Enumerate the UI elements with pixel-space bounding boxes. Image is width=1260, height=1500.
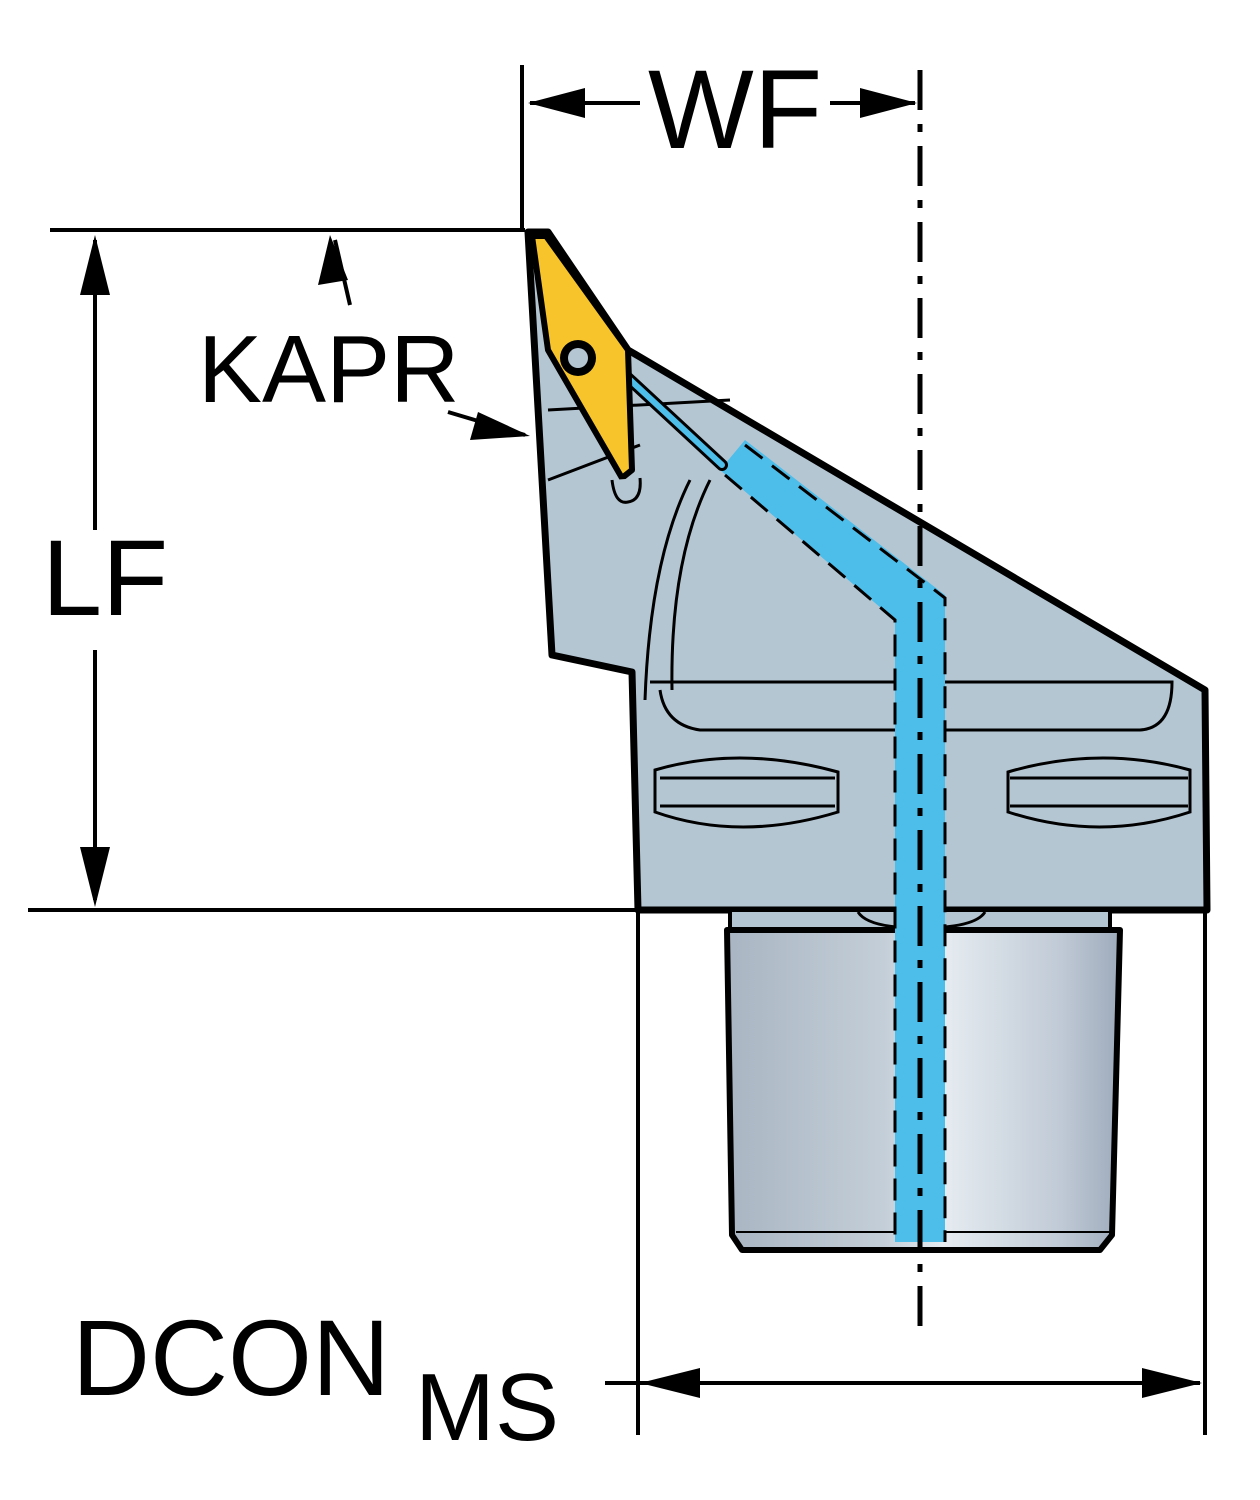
cutting-insert (529, 233, 642, 504)
kapr-label: KAPR (198, 316, 459, 423)
lf-label: LF (42, 517, 168, 638)
clamp-slot-left (653, 756, 840, 829)
dcon-subscript-label: MS (415, 1354, 559, 1461)
dcon-label: DCON (72, 1297, 390, 1418)
wf-label: WF (648, 47, 822, 172)
dimension-arrowheads (80, 88, 1202, 1398)
clamp-slot-right (1006, 756, 1192, 829)
